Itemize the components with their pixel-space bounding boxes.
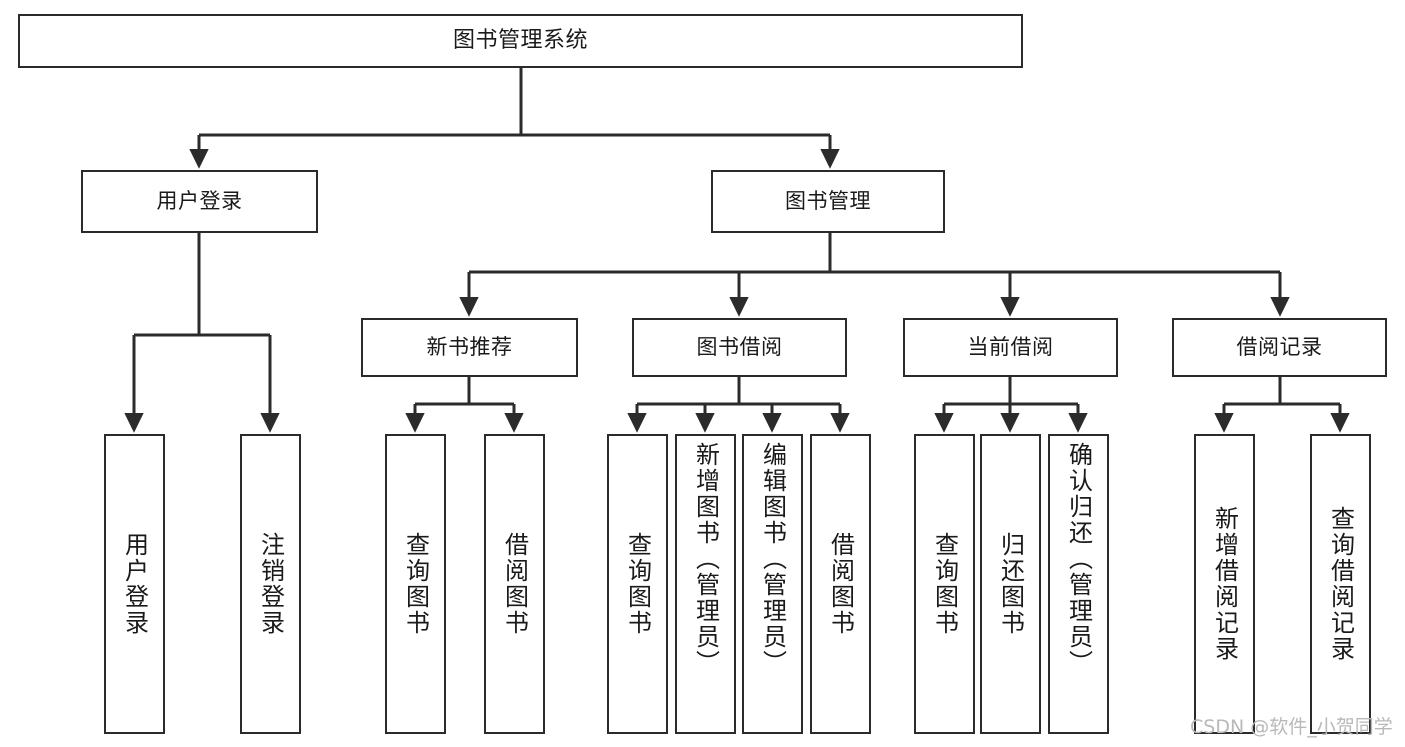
- leaf-new-book-query-label: 查询图书: [401, 532, 430, 636]
- leaf-user-login-logout[interactable]: 注销登录: [240, 434, 301, 734]
- leaf-record-query[interactable]: 查询借阅记录: [1310, 434, 1371, 734]
- leaf-current-confirm-return-label: 确认归还（管理员）: [1064, 442, 1093, 676]
- leaf-current-confirm-return[interactable]: 确认归还（管理员）: [1048, 434, 1109, 734]
- node-borrow-record-label: 借阅记录: [1236, 335, 1323, 360]
- leaf-current-query-book[interactable]: 查询图书: [914, 434, 975, 734]
- leaf-borrow-query-book-label: 查询图书: [623, 532, 652, 636]
- leaf-current-query-book-label: 查询图书: [930, 532, 959, 636]
- node-root[interactable]: 图书管理系统: [18, 14, 1023, 68]
- node-current-borrow-label: 当前借阅: [967, 335, 1054, 360]
- leaf-borrow-query-book[interactable]: 查询图书: [607, 434, 668, 734]
- leaf-borrow-edit-book[interactable]: 编辑图书（管理员）: [742, 434, 803, 734]
- node-new-book-recommend-label: 新书推荐: [426, 335, 513, 360]
- leaf-current-return-book[interactable]: 归还图书: [980, 434, 1041, 734]
- leaf-new-book-query[interactable]: 查询图书: [385, 434, 446, 734]
- node-book-management[interactable]: 图书管理: [711, 170, 945, 233]
- leaf-borrow-add-book[interactable]: 新增图书（管理员）: [675, 434, 736, 734]
- node-user-login-label: 用户登录: [156, 189, 243, 214]
- node-current-borrow[interactable]: 当前借阅: [903, 318, 1118, 377]
- node-book-management-label: 图书管理: [785, 189, 871, 214]
- leaf-borrow-edit-book-label: 编辑图书（管理员）: [758, 442, 787, 676]
- node-book-borrow-label: 图书借阅: [696, 335, 783, 360]
- leaf-current-return-book-label: 归还图书: [996, 532, 1025, 636]
- leaf-borrow-borrow-book-label: 借阅图书: [826, 532, 855, 636]
- node-user-login[interactable]: 用户登录: [81, 170, 318, 233]
- node-root-label: 图书管理系统: [452, 28, 588, 54]
- leaf-record-add-label: 新增借阅记录: [1210, 506, 1239, 662]
- leaf-user-login-login-label: 用户登录: [120, 532, 149, 636]
- node-borrow-record[interactable]: 借阅记录: [1172, 318, 1387, 377]
- node-book-borrow[interactable]: 图书借阅: [632, 318, 847, 377]
- leaf-borrow-add-book-label: 新增图书（管理员）: [691, 442, 720, 676]
- leaf-new-book-borrow[interactable]: 借阅图书: [484, 434, 545, 734]
- leaf-user-login-login[interactable]: 用户登录: [104, 434, 165, 734]
- leaf-new-book-borrow-label: 借阅图书: [500, 532, 529, 636]
- leaf-borrow-borrow-book[interactable]: 借阅图书: [810, 434, 871, 734]
- leaf-record-add[interactable]: 新增借阅记录: [1194, 434, 1255, 734]
- leaf-user-login-logout-label: 注销登录: [256, 532, 285, 636]
- node-new-book-recommend[interactable]: 新书推荐: [361, 318, 578, 377]
- leaf-record-query-label: 查询借阅记录: [1326, 506, 1355, 662]
